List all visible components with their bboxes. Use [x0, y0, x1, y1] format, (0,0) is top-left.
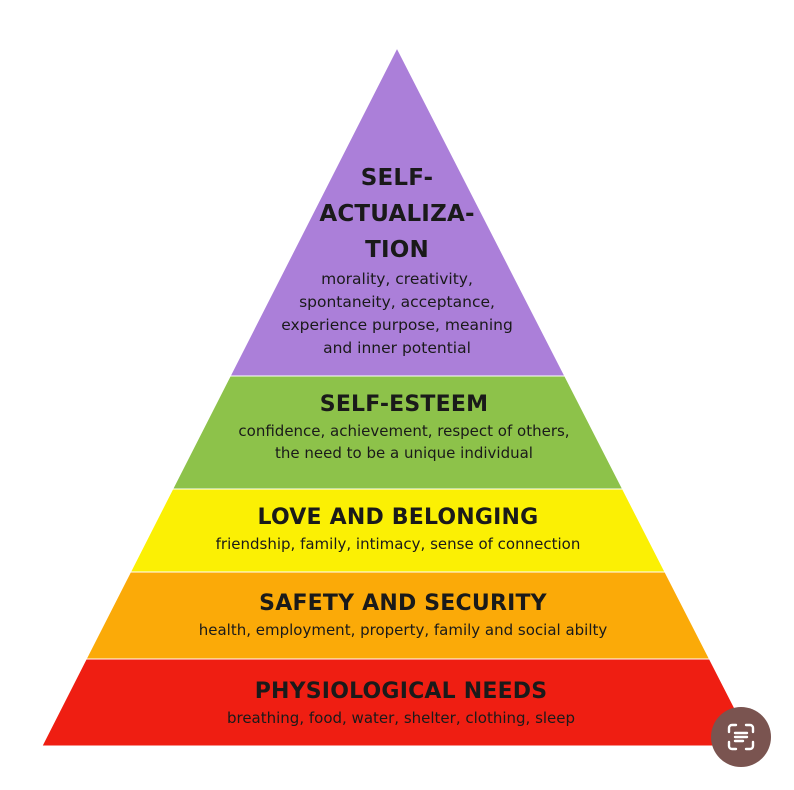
level-actualization-title-line: ACTUALIZA-: [319, 201, 475, 227]
level-actualization-label: SELF- ACTUALIZA- TION morality, creativi…: [281, 160, 513, 360]
level-esteem-description: confidence, achievement, respect of othe…: [238, 420, 569, 464]
level-actualization-band: [229, 46, 566, 377]
level-actualization-description-line: and inner potential: [323, 339, 471, 357]
level-actualization-title: SELF- ACTUALIZA- TION: [281, 160, 513, 268]
level-love-title: LOVE AND BELONGING: [257, 505, 539, 530]
level-physiological-description-line: breathing, food, water, shelter, clothin…: [226, 709, 576, 727]
level-esteem-label: SELF-ESTEEM confidence, achievement, res…: [238, 390, 569, 464]
level-actualization-title-line: TION: [365, 237, 429, 263]
level-esteem-description-line: confidence, achievement, respect of othe…: [238, 422, 570, 440]
level-actualization-description: morality, creativity, spontaneity, accep…: [281, 268, 513, 360]
level-actualization-title-line: SELF-: [360, 165, 434, 191]
level-safety-label: SAFETY AND SECURITY health, employment, …: [199, 589, 608, 641]
text-scan-icon: [727, 723, 755, 751]
level-safety-description: health, employment, property, family and…: [199, 619, 608, 641]
level-esteem-description-line: the need to be a unique individual: [275, 444, 533, 462]
level-physiological-description: breathing, food, water, shelter, clothin…: [227, 707, 575, 729]
level-safety-title: SAFETY AND SECURITY: [259, 591, 547, 616]
level-physiological-label: PHYSIOLOGICAL NEEDS breathing, food, wat…: [227, 677, 575, 729]
text-scan-button[interactable]: [711, 707, 771, 767]
level-love-description: friendship, family, intimacy, sense of c…: [216, 533, 581, 555]
level-actualization-description-line: morality, creativity,: [321, 270, 473, 288]
level-love-description-line: friendship, family, intimacy, sense of c…: [215, 535, 581, 553]
level-esteem-title: SELF-ESTEEM: [319, 392, 489, 417]
level-love-label: LOVE AND BELONGING friendship, family, i…: [216, 503, 581, 555]
level-actualization-description-line: spontaneity, acceptance,: [299, 293, 495, 311]
level-physiological-title: PHYSIOLOGICAL NEEDS: [254, 679, 548, 704]
level-actualization-description-line: experience purpose, meaning: [281, 316, 513, 334]
level-safety-description-line: health, employment, property, family and…: [198, 621, 608, 639]
